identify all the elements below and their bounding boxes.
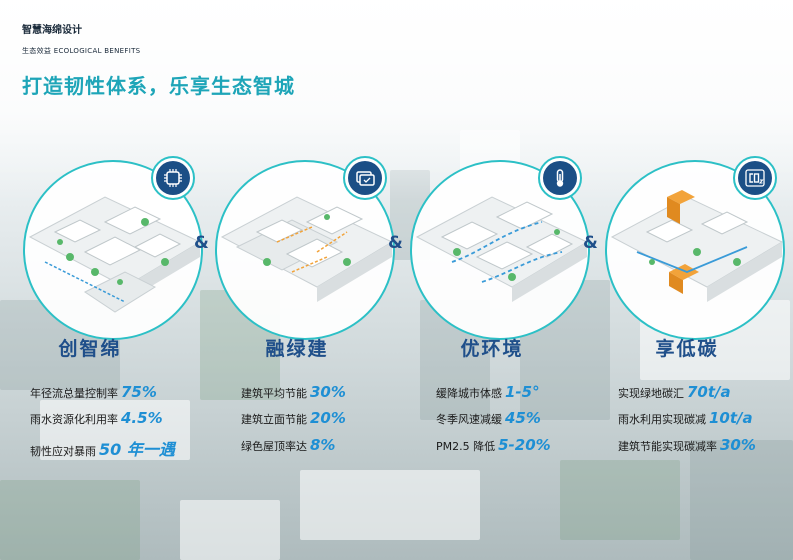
stat-label: 冬季风速减缓 (436, 413, 502, 426)
card-2-title: 融绿建 (265, 338, 329, 360)
stat-label: 建筑立面节能 (241, 413, 307, 426)
card-4-badge (733, 156, 777, 200)
isometric-city-block-3 (415, 196, 588, 302)
stat-label: 实现绿地碳汇 (618, 387, 684, 400)
card-1-illustration (23, 160, 203, 340)
card-1-stat-1: 年径流总量控制率 75% (30, 383, 157, 401)
stat-label: 雨水利用实现碳减 (618, 413, 706, 426)
stat-value: 20% (310, 409, 346, 427)
card-2-stat-1: 建筑平均节能 30% (241, 383, 346, 401)
co2-icon (745, 169, 765, 187)
separator-1: & (194, 233, 209, 253)
thermometer-icon (556, 169, 564, 187)
card-4-stat-2: 雨水利用实现碳减 10t/a (618, 409, 753, 427)
card-3-stat-3: PM2.5 降低 5-20% (436, 436, 551, 454)
card-2-stat-3: 绿色屋顶率达 8% (241, 436, 335, 454)
card-4-stat-1: 实现绿地碳汇 70t/a (618, 383, 731, 401)
card-2-badge (343, 156, 387, 200)
card-1-stat-2: 雨水资源化利用率 4.5% (30, 409, 163, 427)
stat-value: 30% (720, 436, 756, 454)
stat-label: 年径流总量控制率 (30, 387, 118, 400)
stat-label: 韧性应对暴雨 (30, 445, 96, 458)
stat-label: PM2.5 降低 (436, 440, 496, 453)
isometric-city-block-4 (610, 190, 783, 302)
card-4-stat-3: 建筑节能实现碳减率 30% (618, 436, 756, 454)
stat-label: 绿色屋顶率达 (241, 440, 307, 453)
card-4-title: 享低碳 (655, 338, 719, 360)
isometric-city-block-1 (28, 196, 201, 313)
separator-2: & (388, 233, 403, 253)
card-3-stat-1: 缓降城市体感 1-5° (436, 383, 540, 401)
card-4-illustration (605, 160, 785, 340)
card-3-stat-2: 冬季风速减缓 45% (436, 409, 541, 427)
stat-label: 建筑节能实现碳减率 (618, 440, 717, 453)
stat-label: 雨水资源化利用率 (30, 413, 118, 426)
stat-label: 建筑平均节能 (241, 387, 307, 400)
header-title: 智慧海绵设计 (22, 25, 82, 36)
header-subtitle: 生态效益 ECOLOGICAL BENEFITS (22, 47, 141, 55)
stat-value: 75% (121, 383, 157, 401)
chip-icon (164, 169, 182, 187)
stat-value: 4.5% (121, 409, 163, 427)
stat-value: 45% (505, 409, 541, 427)
stat-value: 30% (310, 383, 346, 401)
page-headline: 打造韧性体系，乐享生态智城 (22, 74, 295, 98)
monitor-icon (356, 171, 375, 186)
stat-value: 5-20% (498, 436, 551, 454)
stat-value: 10t/a (709, 409, 753, 427)
stat-label: 缓降城市体感 (436, 387, 502, 400)
card-3-title: 优环境 (460, 338, 524, 360)
card-1-title: 创智绵 (58, 338, 122, 360)
stat-value: 8% (310, 436, 336, 454)
separator-3: & (583, 233, 598, 253)
card-1-badge (151, 156, 195, 200)
card-1-stat-3: 韧性应对暴雨 50 年一遇 (30, 436, 175, 460)
stat-value: 70t/a (687, 383, 731, 401)
stat-value: 1-5° (505, 383, 540, 401)
card-2-stat-2: 建筑立面节能 20% (241, 409, 346, 427)
card-3-badge (538, 156, 582, 200)
stat-value: 50 年一遇 (99, 440, 175, 459)
isometric-city-block-2 (220, 196, 393, 302)
